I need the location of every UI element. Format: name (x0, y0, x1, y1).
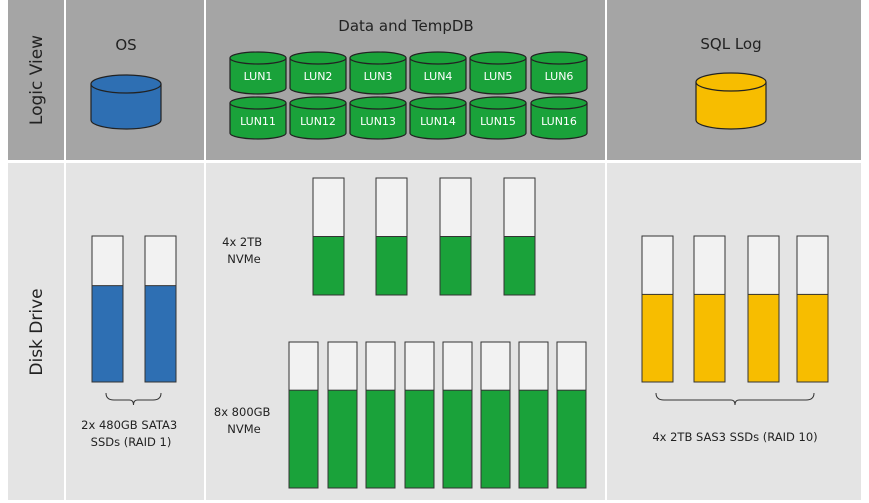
row2-lun-3-icon: LUN13 (349, 96, 407, 140)
data-tempdb-title: Data and TempDB (338, 17, 473, 35)
row2-lun-5-icon: LUN15 (469, 96, 527, 140)
row2-lun-2-icon: LUN12 (289, 96, 347, 140)
os-cylinder-icon (90, 74, 162, 130)
row2-lun-4-icon: LUN14 (409, 96, 467, 140)
lun-label: LUN16 (541, 115, 577, 128)
lun-label: LUN3 (364, 70, 393, 83)
sas-drive-bracket (655, 392, 815, 406)
lun-label: LUN1 (244, 70, 273, 83)
os-ssd-drive-1 (91, 235, 124, 383)
lun-label: LUN6 (545, 70, 574, 83)
os-drive-bracket (105, 392, 162, 406)
sql-log-title: SQL Log (700, 35, 761, 53)
lun-label: LUN4 (424, 70, 453, 83)
sas-ssd-drive-4 (796, 235, 829, 383)
nvme-2tb-drive-4 (503, 177, 536, 296)
nvme-800gb-drive-8 (556, 341, 587, 489)
lun-label: LUN2 (304, 70, 333, 83)
nvme-800gb-drive-1 (288, 341, 319, 489)
row1-lun-4-icon: LUN4 (409, 51, 467, 95)
row1-lun-3-icon: LUN3 (349, 51, 407, 95)
row1-lun-1-icon: LUN1 (229, 51, 287, 95)
nvme-2tb-drive-1 (312, 177, 345, 296)
os-title: OS (115, 36, 136, 54)
row1-lun-6-icon: LUN6 (530, 51, 588, 95)
nvme-2tb-drive-2 (375, 177, 408, 296)
sas-ssd-drive-1 (641, 235, 674, 383)
logic-view-label: Logic View (27, 35, 47, 125)
lun-label: LUN12 (300, 115, 336, 128)
row2-lun-1-icon: LUN11 (229, 96, 287, 140)
row2-lun-6-icon: LUN16 (530, 96, 588, 140)
row1-lun-5-icon: LUN5 (469, 51, 527, 95)
nvme-800gb-drive-2 (327, 341, 358, 489)
lun-label: LUN11 (240, 115, 276, 128)
sql-log-cylinder-icon (695, 72, 767, 130)
lun-label: LUN15 (480, 115, 516, 128)
sas-drive-caption: 4x 2TB SAS3 SSDs (RAID 10) (652, 430, 817, 444)
lun-label: LUN5 (484, 70, 513, 83)
os-ssd-drive-2 (144, 235, 177, 383)
nvme-800gb-drive-5 (442, 341, 473, 489)
sas-ssd-drive-3 (747, 235, 780, 383)
lun-label: LUN13 (360, 115, 396, 128)
nvme-2tb-drive-3 (439, 177, 472, 296)
disk-drive-label: Disk Drive (27, 288, 47, 375)
lun-label: LUN14 (420, 115, 456, 128)
nvme-2tb-caption: 4x 2TB NVMe (222, 235, 266, 266)
nvme-800gb-drive-7 (518, 341, 549, 489)
nvme-800gb-drive-6 (480, 341, 511, 489)
os-drive-caption: 2x 480GB SATA3 SSDs (RAID 1) (81, 418, 181, 449)
sas-ssd-drive-2 (693, 235, 726, 383)
nvme-800gb-caption: 8x 800GB NVMe (214, 405, 274, 436)
row1-lun-2-icon: LUN2 (289, 51, 347, 95)
nvme-800gb-drive-3 (365, 341, 396, 489)
nvme-800gb-drive-4 (404, 341, 435, 489)
